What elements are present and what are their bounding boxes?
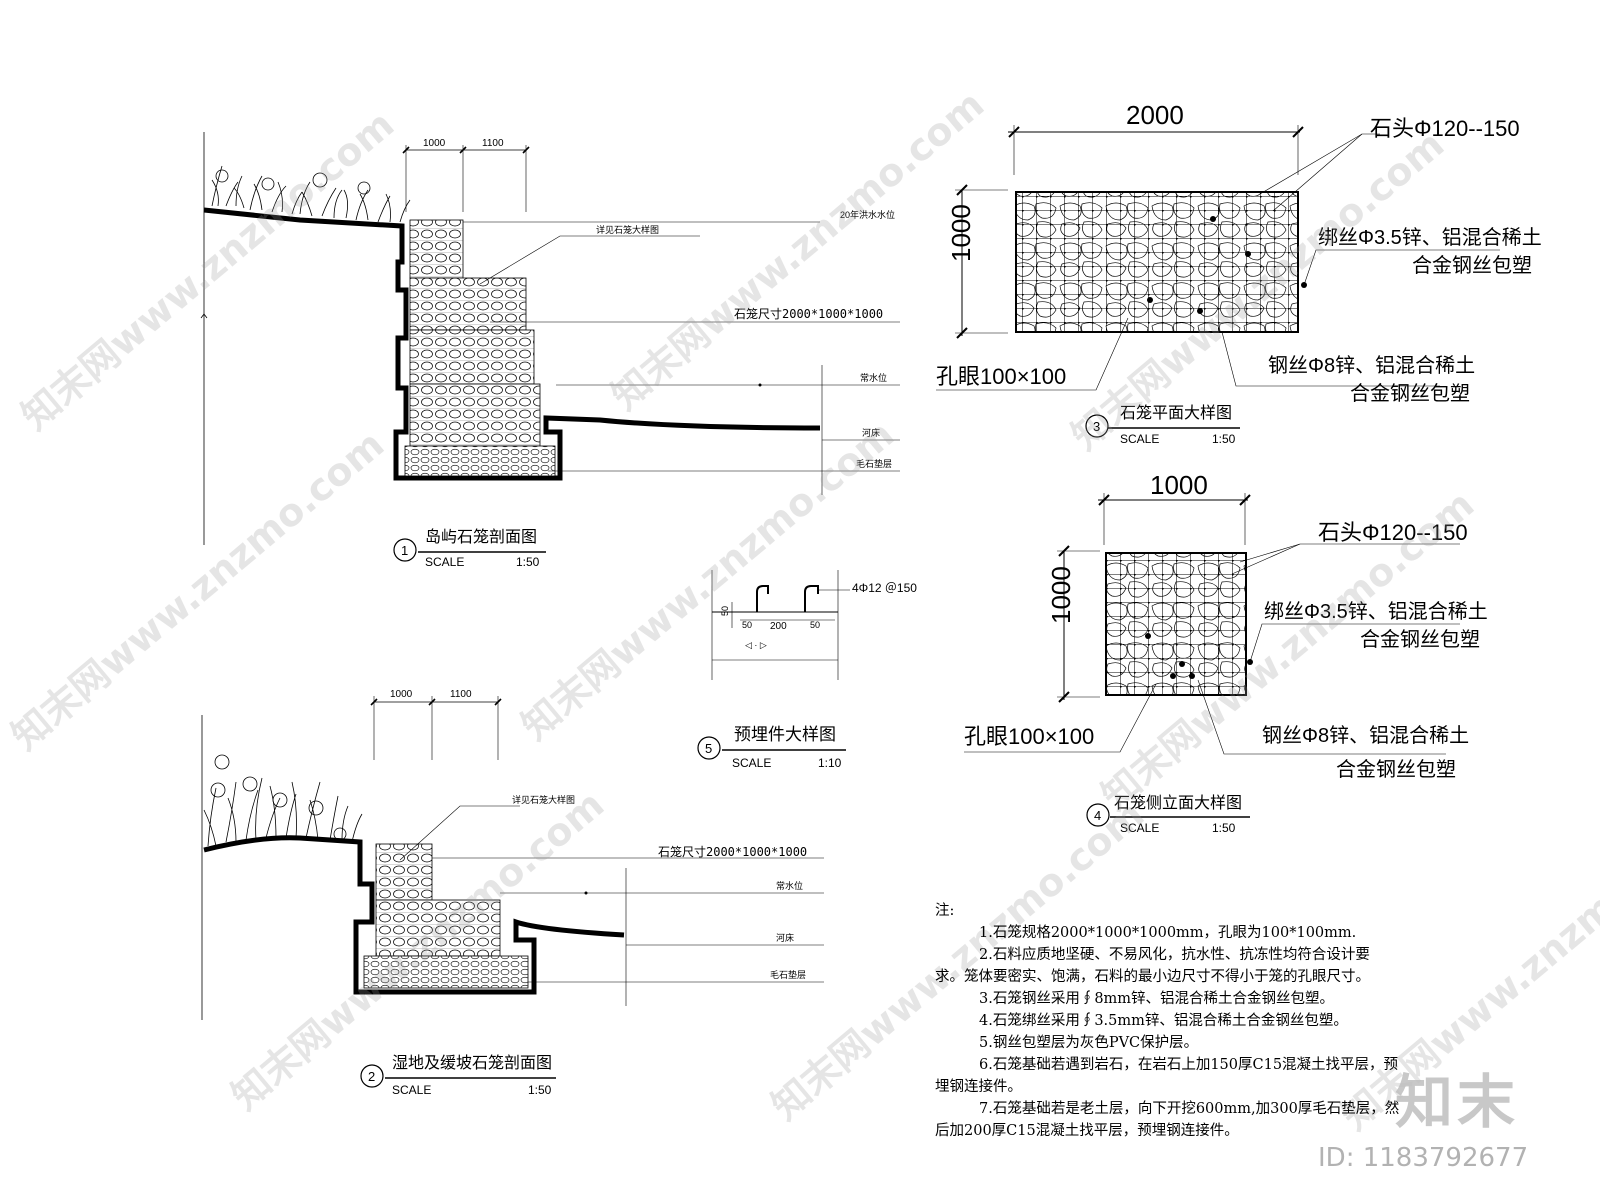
side-detail: 1000 1000 石头Φ120--150 绑丝Φ3.5锌、铝混合稀土 合金钢丝… <box>964 470 1488 835</box>
section2-title: 湿地及缓坡石笼剖面图 <box>392 1054 552 1072</box>
note-1: 1.石笼规格2000*1000*1000mm，孔眼为100*100mm. <box>979 925 1357 941</box>
side-mesh-label: 孔眼100×100 <box>964 724 1094 749</box>
svg-text:◁ · ▷: ◁ · ▷ <box>745 640 767 650</box>
plan-dim-1000: 1000 <box>946 204 976 262</box>
brand-logo: 知末 <box>1395 1068 1520 1136</box>
section2-scale-value: 1:50 <box>528 1083 552 1097</box>
detail-ref-label: 详见石笼大样图 <box>596 224 659 235</box>
embed-number: 5 <box>705 741 712 756</box>
side-tie-wire-1: 绑丝Φ3.5锌、铝混合稀土 <box>1264 600 1488 623</box>
side-scale-value: 1:50 <box>1212 821 1236 835</box>
section1-number: 1 <box>401 543 408 558</box>
notes-heading: 注: <box>935 903 955 919</box>
rubble-label: 毛石垫层 <box>856 458 892 469</box>
plan-steel-wire-1: 钢丝Φ8锌、铝混合稀土 <box>1268 354 1475 377</box>
side-dim-h: 1000 <box>1046 566 1076 624</box>
dim2-1000: 1000 <box>390 689 413 700</box>
notes-block: 注: 1.石笼规格2000*1000*1000mm，孔眼为100*100mm. … <box>935 900 1455 1142</box>
normal-water-label: 常水位 <box>860 372 887 383</box>
plan-tie-wire-1: 绑丝Φ3.5锌、铝混合稀土 <box>1318 226 1542 249</box>
rubble-label-2: 毛石垫层 <box>770 969 806 980</box>
plan-steel-wire-2: 合金钢丝包塑 <box>1350 382 1470 405</box>
note-2a: 2.石料应质地坚硬、不易风化，抗水性、抗冻性均符合设计要 <box>979 947 1370 963</box>
plan-stone-label: 石头Φ120--150 <box>1370 116 1520 141</box>
side-steel-wire-2: 合金钢丝包塑 <box>1336 758 1456 781</box>
riverbed-label-2: 河床 <box>776 932 794 943</box>
side-scale-label: SCALE <box>1120 821 1159 835</box>
plan-tie-wire-2: 合金钢丝包塑 <box>1412 254 1532 277</box>
embed-scale-value: 1:10 <box>818 756 842 770</box>
note-6a: 6.石笼基础若遇到岩石，在岩石上加150厚C15混凝土找平层，预 <box>979 1057 1399 1073</box>
plan-dim-2000: 2000 <box>1126 100 1184 130</box>
plan-detail: 2000 1000 石头Φ120--150 绑丝Φ3.5锌、铝混合稀土 合金钢丝… <box>936 100 1542 446</box>
dim-1000: 1000 <box>423 138 446 149</box>
side-stone-label: 石头Φ120--150 <box>1318 520 1468 545</box>
side-tie-wire-2: 合金钢丝包塑 <box>1360 628 1480 651</box>
normal-water-label-2: 常水位 <box>776 880 803 891</box>
rebar-label: 4Φ12 ＠150 <box>852 581 917 595</box>
embed-title: 预埋件大样图 <box>734 725 836 744</box>
note-4: 4.石笼绑丝采用∮3.5mm锌、铝混合稀土合金钢丝包塑。 <box>979 1013 1348 1029</box>
embed-dim-200: 200 <box>770 621 787 632</box>
embed-scale-label: SCALE <box>732 756 771 770</box>
riverbed-label: 河床 <box>862 427 880 438</box>
note-2b: 求。笼体要密实、饱满，石料的最小边尺寸不得小于笼的孔眼尺寸。 <box>935 969 1370 985</box>
image-id-label: ID: 1183792677 <box>1318 1143 1529 1173</box>
gabion-size-label: 石笼尺寸2000*1000*1000 <box>734 306 883 321</box>
embed-dim-50-a: 50 <box>742 620 752 630</box>
side-title: 石笼侧立面大样图 <box>1114 794 1242 812</box>
detail-ref-label-2: 详见石笼大样图 <box>512 794 575 805</box>
plan-scale-value: 1:50 <box>1212 432 1236 446</box>
plan-mesh-label: 孔眼100×100 <box>936 364 1066 389</box>
note-6b: 埋钢连接件。 <box>935 1079 1022 1095</box>
plan-title: 石笼平面大样图 <box>1120 404 1232 422</box>
embed-dim-50-v: 50 <box>720 606 730 616</box>
embed-dim-50-b: 50 <box>810 620 820 630</box>
dim-1100: 1100 <box>482 138 504 149</box>
note-3: 3.石笼钢丝采用∮8mm锌、铝混合稀土合金钢丝包塑。 <box>979 991 1335 1007</box>
side-dim-w: 1000 <box>1150 470 1208 500</box>
side-steel-wire-1: 钢丝Φ8锌、铝混合稀土 <box>1262 724 1469 747</box>
note-7b: 后加200厚C15混凝土找平层，预埋钢连接件。 <box>935 1123 1239 1139</box>
plan-number: 3 <box>1093 419 1100 434</box>
note-5: 5.钢丝包塑层为灰色PVC保护层。 <box>979 1035 1199 1051</box>
section-2: 1000 1100 详见石笼大样图 石笼尺寸2000*1000*1000 常水位… <box>201 689 824 1097</box>
note-7a: 7.石笼基础若是老土层，向下开挖600mm,加300厚毛石垫层，然 <box>979 1101 1400 1117</box>
section1-scale-value: 1:50 <box>516 555 540 569</box>
dim2-1100: 1100 <box>450 689 472 700</box>
flood-level-label: 20年洪水水位 <box>840 209 895 220</box>
section1-title: 岛屿石笼剖面图 <box>425 528 537 546</box>
embed-detail: 4Φ12 ＠150 50 50 200 50 ◁ · ▷ 5 预埋件大样图 SC… <box>697 570 917 770</box>
side-number: 4 <box>1094 808 1101 823</box>
section-1: 1000 1100 20年洪水水位 详见石笼大样图 石笼尺寸2000*1000*… <box>200 132 900 569</box>
section2-scale-label: SCALE <box>392 1083 431 1097</box>
section1-scale-label: SCALE <box>425 555 464 569</box>
plan-scale-label: SCALE <box>1120 432 1159 446</box>
section2-number: 2 <box>368 1069 375 1084</box>
gabion-size-label-2: 石笼尺寸2000*1000*1000 <box>658 844 807 859</box>
